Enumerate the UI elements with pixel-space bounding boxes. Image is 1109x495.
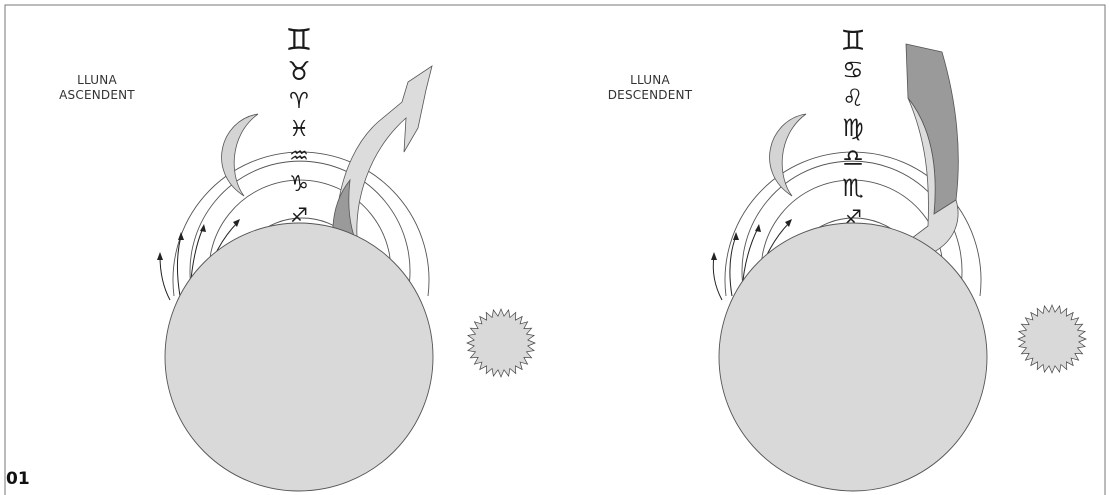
figure-number: 01 [6, 469, 30, 489]
sign-glyph: ♊ [286, 23, 313, 58]
sign-glyph: ♉ [287, 57, 310, 87]
title-line-2: DESCENDENT [600, 88, 700, 103]
sign-glyph: ♏ [842, 174, 864, 202]
arrowhead-1 [711, 252, 717, 260]
sign-glyph: ♎ [842, 144, 864, 172]
sun-starburst [1018, 305, 1086, 373]
title-line-2: ASCENDENT [52, 88, 142, 103]
panel-descendent: ♊ ♋ ♌ ♍ ♎ ♏ ♐ [711, 24, 1086, 491]
sign-glyph: ♓ [289, 117, 309, 142]
sign-glyph: ♑ [289, 172, 309, 197]
arrowhead-2 [178, 232, 184, 240]
sign-glyph: ♌ [842, 84, 864, 112]
title-line-1: LLUNA [52, 73, 142, 88]
moon-crescent [222, 114, 258, 196]
sun-starburst [467, 309, 535, 377]
arrowhead-3 [755, 224, 761, 232]
arrowhead-3 [200, 224, 206, 232]
sign-column-descendent: ♊ ♋ ♌ ♍ ♎ ♏ ♐ [840, 24, 865, 229]
earth-circle [719, 223, 987, 491]
trajectory-arrow-1 [713, 256, 722, 300]
panel-title-ascendent: LLUNA ASCENDENT [52, 73, 142, 103]
sign-glyph: ♍ [842, 114, 864, 142]
panel-title-descendent: LLUNA DESCENDENT [600, 73, 700, 103]
sign-glyph: ♈ [289, 89, 309, 114]
sign-glyph: ♊ [840, 24, 865, 57]
title-line-1: LLUNA [600, 73, 700, 88]
sign-glyph: ♋ [842, 56, 864, 84]
moon-crescent [770, 114, 806, 196]
sign-column-ascendent: ♊ ♉ ♈ ♓ ♒ ♑ ♐ [286, 23, 313, 227]
trajectory-arrow-2 [730, 236, 736, 296]
panel-ascendent: ♊ ♉ ♈ ♓ ♒ ♑ ♐ [157, 23, 535, 491]
trajectory-arrow-1 [160, 256, 170, 300]
earth-circle [165, 223, 433, 491]
sign-glyph: ♒ [289, 144, 309, 169]
arrowhead-1 [157, 252, 163, 260]
